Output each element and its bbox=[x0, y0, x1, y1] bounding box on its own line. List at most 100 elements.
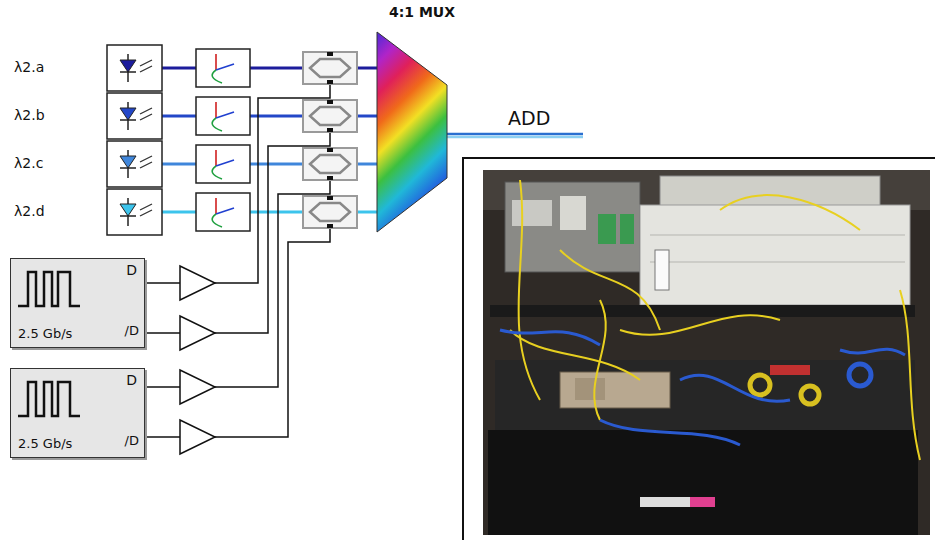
laser-sources bbox=[107, 45, 162, 235]
laser-box bbox=[107, 141, 162, 187]
add-fibre bbox=[447, 133, 583, 136]
blue-cables bbox=[500, 330, 905, 445]
amplifier-symbol bbox=[180, 266, 215, 300]
polarization-controller bbox=[196, 97, 250, 135]
axis-line bbox=[216, 112, 234, 118]
controller-box bbox=[196, 193, 250, 231]
optical-table bbox=[488, 430, 918, 535]
axis-line bbox=[212, 70, 222, 83]
instrument-panel bbox=[512, 200, 552, 226]
inset-frame bbox=[463, 158, 935, 540]
modulator-symbol bbox=[303, 148, 357, 180]
yellow-fibres bbox=[510, 180, 920, 460]
optical-module bbox=[560, 372, 670, 408]
diode-symbol bbox=[120, 204, 136, 216]
mux-trapezoid bbox=[377, 32, 447, 232]
pattern-generator: D2.5 Gb/s/D bbox=[10, 258, 145, 348]
optical-module bbox=[575, 378, 605, 400]
fibre-line bbox=[250, 67, 303, 70]
equipment-chassis bbox=[640, 205, 910, 305]
electrode bbox=[327, 196, 333, 200]
diode-symbol bbox=[120, 108, 136, 120]
fibre-line bbox=[357, 163, 379, 166]
emission-arrow bbox=[140, 66, 152, 72]
mux-shape bbox=[372, 4, 464, 236]
chassis-rib bbox=[650, 262, 905, 263]
polarization-controller bbox=[196, 193, 250, 231]
fibre-patch bbox=[560, 250, 660, 330]
diode-bar bbox=[120, 119, 136, 121]
diode-bar bbox=[120, 71, 136, 73]
laser-box bbox=[107, 93, 162, 139]
emission-arrow bbox=[140, 210, 152, 216]
controller-box bbox=[196, 97, 250, 135]
cable bbox=[840, 349, 905, 355]
interferometer-arms bbox=[310, 203, 350, 221]
electrode bbox=[327, 176, 333, 180]
amplifiers bbox=[180, 266, 215, 454]
axis-line bbox=[212, 214, 222, 227]
pulse-waveform bbox=[18, 272, 80, 306]
polarization-controllers bbox=[196, 49, 250, 231]
interferometer-arms bbox=[310, 107, 350, 125]
circuit-card bbox=[598, 214, 616, 244]
photo-ground bbox=[483, 170, 930, 535]
instrument-panel bbox=[560, 196, 586, 230]
fibre-line bbox=[357, 67, 379, 70]
wire bbox=[145, 332, 180, 334]
modulator-symbol bbox=[303, 52, 357, 84]
interferometer-arms bbox=[310, 155, 350, 173]
modulator-box bbox=[303, 52, 357, 84]
fibre-patch bbox=[518, 180, 540, 400]
circuit-card bbox=[620, 214, 634, 244]
fibre-coil bbox=[849, 364, 871, 386]
table-label bbox=[690, 497, 715, 507]
pulse-waveform bbox=[18, 382, 80, 416]
electrode bbox=[327, 148, 333, 152]
shelf bbox=[490, 305, 915, 317]
wavelength-label: λ2.b bbox=[14, 107, 45, 123]
fibre-line bbox=[357, 115, 379, 118]
modulator-box bbox=[303, 196, 357, 228]
axis-line bbox=[216, 64, 234, 70]
diode-bar bbox=[120, 167, 136, 169]
electrode bbox=[327, 224, 333, 228]
laser-box bbox=[107, 45, 162, 91]
wavelength-label: λ2.c bbox=[14, 155, 43, 171]
laser-box bbox=[107, 189, 162, 235]
emission-arrow bbox=[140, 108, 152, 114]
electrode bbox=[327, 80, 333, 84]
data-output: D bbox=[126, 372, 137, 388]
fibre-patch bbox=[900, 290, 920, 460]
axis-line bbox=[215, 198, 217, 214]
modulator-symbol bbox=[303, 100, 357, 132]
wire bbox=[145, 436, 180, 438]
fibre-line bbox=[357, 211, 379, 214]
controller-box bbox=[196, 49, 250, 87]
amplifier-symbol bbox=[180, 420, 215, 454]
emission-arrow bbox=[140, 204, 152, 210]
modulator-box bbox=[303, 148, 357, 180]
fibre-line bbox=[162, 211, 196, 214]
wire bbox=[215, 228, 330, 437]
laser-symbol bbox=[107, 93, 162, 139]
emission-arrow bbox=[140, 60, 152, 66]
bit-rate: 2.5 Gb/s bbox=[18, 327, 72, 342]
cable bbox=[680, 375, 790, 401]
emission-arrow bbox=[140, 162, 152, 168]
axis-line bbox=[215, 102, 217, 118]
chassis-rib bbox=[650, 235, 905, 236]
wire bbox=[145, 282, 180, 284]
axis-line bbox=[212, 166, 222, 179]
multiplexer: 4:1 MUX bbox=[372, 4, 464, 236]
table-label bbox=[640, 497, 690, 507]
laser-symbol bbox=[107, 141, 162, 187]
axis-line bbox=[215, 54, 217, 70]
modulator-symbol bbox=[303, 196, 357, 228]
wavelength-label: λ2.d bbox=[14, 203, 45, 219]
data-output: /D bbox=[125, 434, 139, 449]
fibre-patch bbox=[720, 195, 860, 230]
pattern-generator: D2.5 Gb/s/D bbox=[10, 368, 145, 458]
fibre-patch bbox=[620, 315, 780, 335]
